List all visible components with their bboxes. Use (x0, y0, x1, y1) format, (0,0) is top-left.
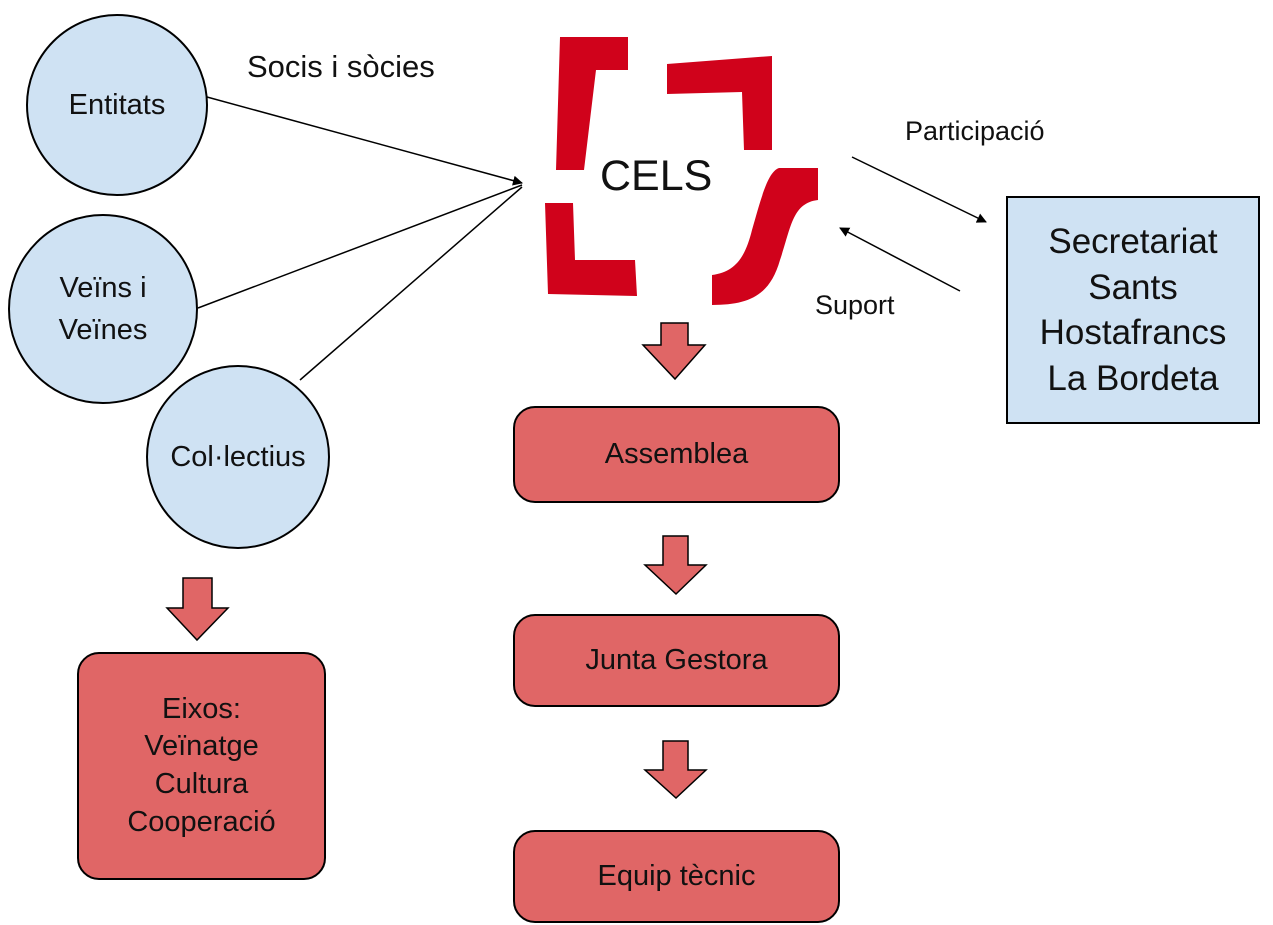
down-arrow-junta (643, 535, 708, 596)
down-arrow-eixos (165, 577, 230, 642)
box-junta-gestora: Junta Gestora (513, 614, 840, 707)
secretariat-line-2: Sants (1088, 267, 1178, 307)
box-assemblea: Assemblea (513, 406, 840, 503)
box-equip-tecnic: Equip tècnic (513, 830, 840, 923)
circle-veins: Veïns i Veïnes (8, 214, 198, 404)
secretariat-box: Secretariat Sants Hostafrancs La Bordeta (1006, 196, 1260, 424)
entitats-to-cels-line (206, 96, 523, 186)
participacio-arrow (851, 156, 987, 223)
down-arrow-assemblea (641, 322, 707, 381)
eixos-line-2: Veïnatge (144, 730, 259, 763)
collectius-to-cels-line (299, 186, 523, 381)
circle-veins-line-1: Veïns i (59, 271, 147, 304)
eixos-line-1: Eixos: (162, 692, 241, 725)
box-equip-tecnic-label: Equip tècnic (597, 860, 756, 892)
box-junta-gestora-label: Junta Gestora (585, 644, 768, 676)
box-assemblea-label: Assemblea (604, 438, 749, 470)
label-participacio: Participació (905, 116, 1045, 146)
secretariat-line-3: Hostafrancs (1039, 313, 1227, 352)
box-eixos: Eixos: Veïnatge Cultura Cooperació (77, 652, 326, 880)
cels-logo-text: CELS (600, 152, 713, 200)
eixos-line-4: Cooperació (127, 805, 276, 838)
circle-entitats-label: Entitats (68, 88, 166, 121)
circle-collectius: Col·lectius (146, 365, 330, 549)
label-suport: Suport (815, 290, 895, 320)
down-arrow-equip (643, 740, 708, 800)
label-socis: Socis i sòcies (247, 49, 435, 84)
circle-entitats: Entitats (26, 14, 208, 196)
secretariat-line-4: La Bordeta (1047, 358, 1219, 398)
circle-veins-line-2: Veïnes (58, 314, 148, 346)
circle-collectius-label: Col·lectius (170, 440, 306, 473)
cels-logo-shape (545, 37, 818, 305)
veins-to-cels-line (197, 184, 523, 309)
secretariat-line-1: Secretariat (1048, 222, 1218, 261)
eixos-line-3: Cultura (154, 768, 249, 800)
suport-arrow (839, 227, 961, 292)
